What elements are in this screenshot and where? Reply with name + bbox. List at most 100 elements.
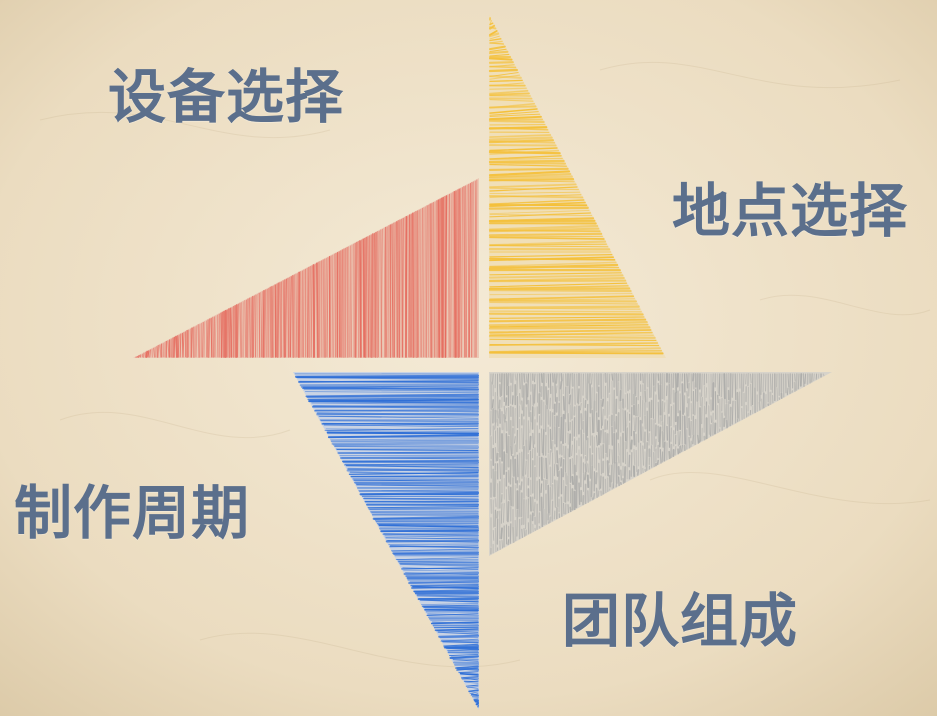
hatch-stroke: [666, 399, 669, 425]
hatch-stroke: [309, 399, 479, 403]
hatch-stroke: [489, 282, 628, 288]
hatch-stroke: [489, 140, 556, 144]
hatch-stroke: [703, 385, 706, 405]
hatch-stroke: [635, 449, 638, 473]
hatch-stroke: [636, 469, 640, 476]
hatch-stroke: [489, 111, 539, 116]
hatch-stroke: [456, 667, 480, 671]
hatch-stroke: [514, 458, 517, 484]
hatch-stroke: [598, 462, 600, 490]
hatch-stroke: [564, 386, 567, 420]
hatch-stroke: [440, 638, 479, 642]
hatch-stroke: [416, 594, 479, 598]
hatch-stroke: [489, 161, 566, 165]
hatch-stroke: [624, 410, 627, 442]
hatch-stroke: [541, 428, 543, 454]
hatch-stroke: [425, 205, 428, 358]
hatch-stroke: [507, 539, 510, 546]
hatch-stroke: [727, 401, 730, 428]
hatch-stroke: [580, 413, 583, 430]
hatch-stroke: [489, 209, 590, 215]
hatch-stroke: [659, 416, 662, 426]
hatch-stroke: [595, 487, 598, 499]
hatch-stroke: [331, 441, 479, 445]
hatch-stroke: [516, 454, 519, 478]
hatch-stroke: [489, 155, 562, 160]
hatch-stroke: [601, 398, 605, 407]
hatch-stroke: [147, 350, 150, 358]
hatch-stroke: [177, 334, 180, 358]
hatch-stroke: [412, 585, 479, 590]
hatch-stroke: [608, 416, 611, 445]
hatch-stroke: [489, 243, 607, 246]
hatch-stroke: [457, 188, 461, 358]
hatch-stroke: [489, 65, 517, 69]
hatch-stroke: [804, 373, 807, 384]
hatch-stroke: [167, 340, 170, 358]
hatch-stroke: [488, 232, 603, 237]
hatch-stroke: [197, 324, 200, 358]
hatch-stroke: [644, 469, 647, 473]
hatch-stroke: [543, 457, 545, 479]
hatch-stroke: [742, 373, 745, 392]
hatch-stroke: [381, 530, 479, 533]
hatch-stroke: [503, 405, 506, 414]
hatch-stroke: [633, 449, 636, 466]
hatch-stroke: [475, 179, 478, 358]
hatch-stroke: [589, 416, 592, 446]
hatch-stroke: [489, 147, 558, 152]
hatch-stroke: [644, 415, 647, 430]
label-production-cycle: 制作周期: [14, 479, 251, 547]
hatch-stroke: [351, 476, 479, 479]
hatch-stroke: [489, 48, 507, 53]
hatch-stroke: [489, 35, 500, 40]
hatch-stroke: [786, 387, 789, 396]
hatch-stroke: [437, 631, 479, 635]
hatch-stroke: [657, 425, 660, 443]
hatch-stroke: [440, 197, 443, 358]
hatch-stroke: [641, 399, 644, 424]
hatch-stroke: [195, 325, 198, 358]
hatch-stroke: [762, 373, 765, 393]
hatch-stroke: [694, 418, 697, 446]
hatch-stroke: [488, 119, 545, 124]
hatch-stroke: [776, 387, 779, 402]
hatch-stroke: [421, 603, 479, 605]
hatch-stroke: [489, 87, 527, 90]
hatch-stroke: [494, 498, 497, 508]
hatch-stroke: [443, 643, 479, 647]
hatch-stroke: [488, 136, 553, 141]
hatch-stroke: [489, 22, 494, 26]
hatch-stroke: [550, 440, 554, 453]
hatch-stroke: [447, 651, 479, 654]
hatch-stroke: [489, 329, 652, 334]
hatch-stroke: [794, 373, 796, 382]
hatch-stroke: [622, 409, 625, 432]
hatch-stroke: [489, 213, 593, 217]
hatch-stroke: [362, 238, 365, 358]
hatch-stroke: [576, 373, 578, 404]
hatch-stroke: [584, 463, 588, 473]
hatch-stroke: [635, 373, 637, 397]
hatch-stroke: [326, 429, 479, 433]
hatch-stroke: [595, 373, 599, 393]
hatch-stroke: [551, 484, 554, 500]
hatch-stroke: [194, 326, 197, 358]
hatch-stroke: [442, 641, 479, 644]
hatch-stroke: [518, 373, 521, 390]
hatch-stroke: [711, 421, 715, 436]
hatch-stroke: [488, 299, 637, 303]
hatch-stroke: [521, 528, 523, 538]
hatch-stroke: [296, 273, 298, 358]
hatch-stroke: [489, 274, 624, 279]
hatch-stroke: [492, 529, 495, 541]
hatch-stroke: [262, 290, 265, 358]
hatch-stroke: [681, 383, 684, 415]
hatch-stroke: [745, 373, 747, 385]
hatch-stroke: [385, 226, 388, 358]
hatch-stroke: [269, 286, 273, 358]
hatch-stroke: [608, 394, 611, 415]
hatch-stroke: [795, 373, 798, 391]
hatch-stroke: [488, 68, 518, 73]
hatch-stroke: [489, 333, 654, 336]
